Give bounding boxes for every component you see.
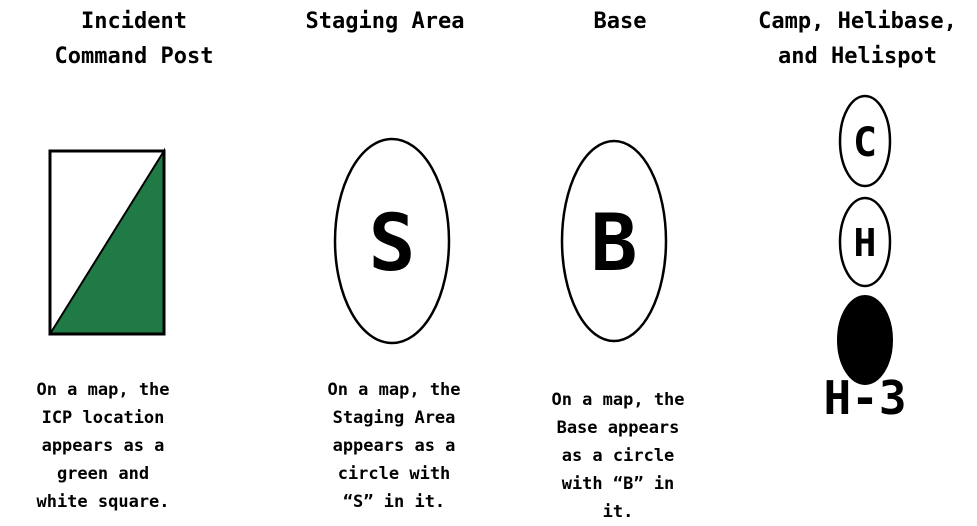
camp-helibase-helispot-heading: Camp, Helibase, and Helispot	[758, 9, 957, 69]
camp-symbol-letter: C	[853, 120, 877, 166]
staging-area-caption: On a map, the Staging Area appears as a …	[327, 380, 461, 512]
staging-area-heading: Staging Area	[305, 9, 465, 34]
circle-s-icon: S	[333, 137, 451, 345]
base-caption: On a map, the Base appears as a circle w…	[551, 390, 685, 522]
icp-caption: On a map, the ICP location appears as a …	[36, 380, 170, 512]
filled-oval-icon	[837, 295, 893, 385]
base-heading: Base	[593, 9, 647, 34]
circle-c-icon: C	[838, 94, 892, 188]
circle-b-icon: B	[560, 139, 668, 343]
base-symbol-letter: B	[591, 199, 638, 289]
helispot-label: H-3	[823, 371, 906, 425]
helibase-symbol-letter: H	[854, 221, 877, 265]
staging-symbol-letter: S	[369, 199, 416, 289]
circle-h-icon: H	[838, 196, 892, 288]
icp-heading: Incident Command Post	[54, 9, 214, 69]
half-green-square-icon	[48, 147, 166, 336]
